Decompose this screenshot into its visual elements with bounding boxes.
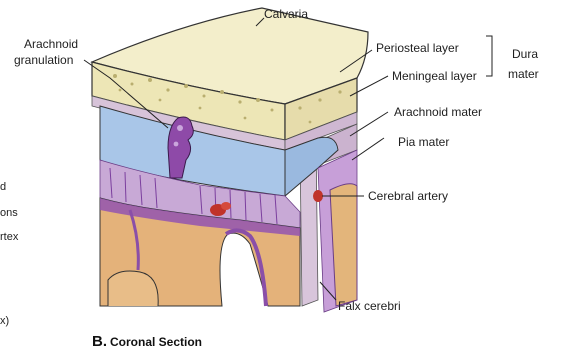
caption-letter: B. <box>92 333 107 350</box>
fragment-4: x) <box>0 315 9 327</box>
label-periosteal-layer: Periosteal layer <box>376 41 459 55</box>
label-dura-2: mater <box>508 67 539 81</box>
label-pia-mater: Pia mater <box>398 135 449 149</box>
fragment-1: d <box>0 181 6 193</box>
label-arachnoid-mater: Arachnoid mater <box>394 105 482 119</box>
fragment-3: rtex <box>0 231 19 243</box>
label-arachnoid-granulation-2: granulation <box>14 53 73 67</box>
label-falx-cerebri: Falx cerebri <box>338 299 401 313</box>
label-calvaria: Calvaria <box>264 7 308 21</box>
label-cerebral-artery: Cerebral artery <box>368 189 448 203</box>
label-arachnoid-granulation-1: Arachnoid <box>24 37 78 51</box>
caption-text: Coronal Section <box>110 335 202 349</box>
fragment-2: ons <box>0 207 18 219</box>
label-dura-1: Dura <box>512 47 538 61</box>
label-meningeal-layer: Meningeal layer <box>392 69 477 83</box>
